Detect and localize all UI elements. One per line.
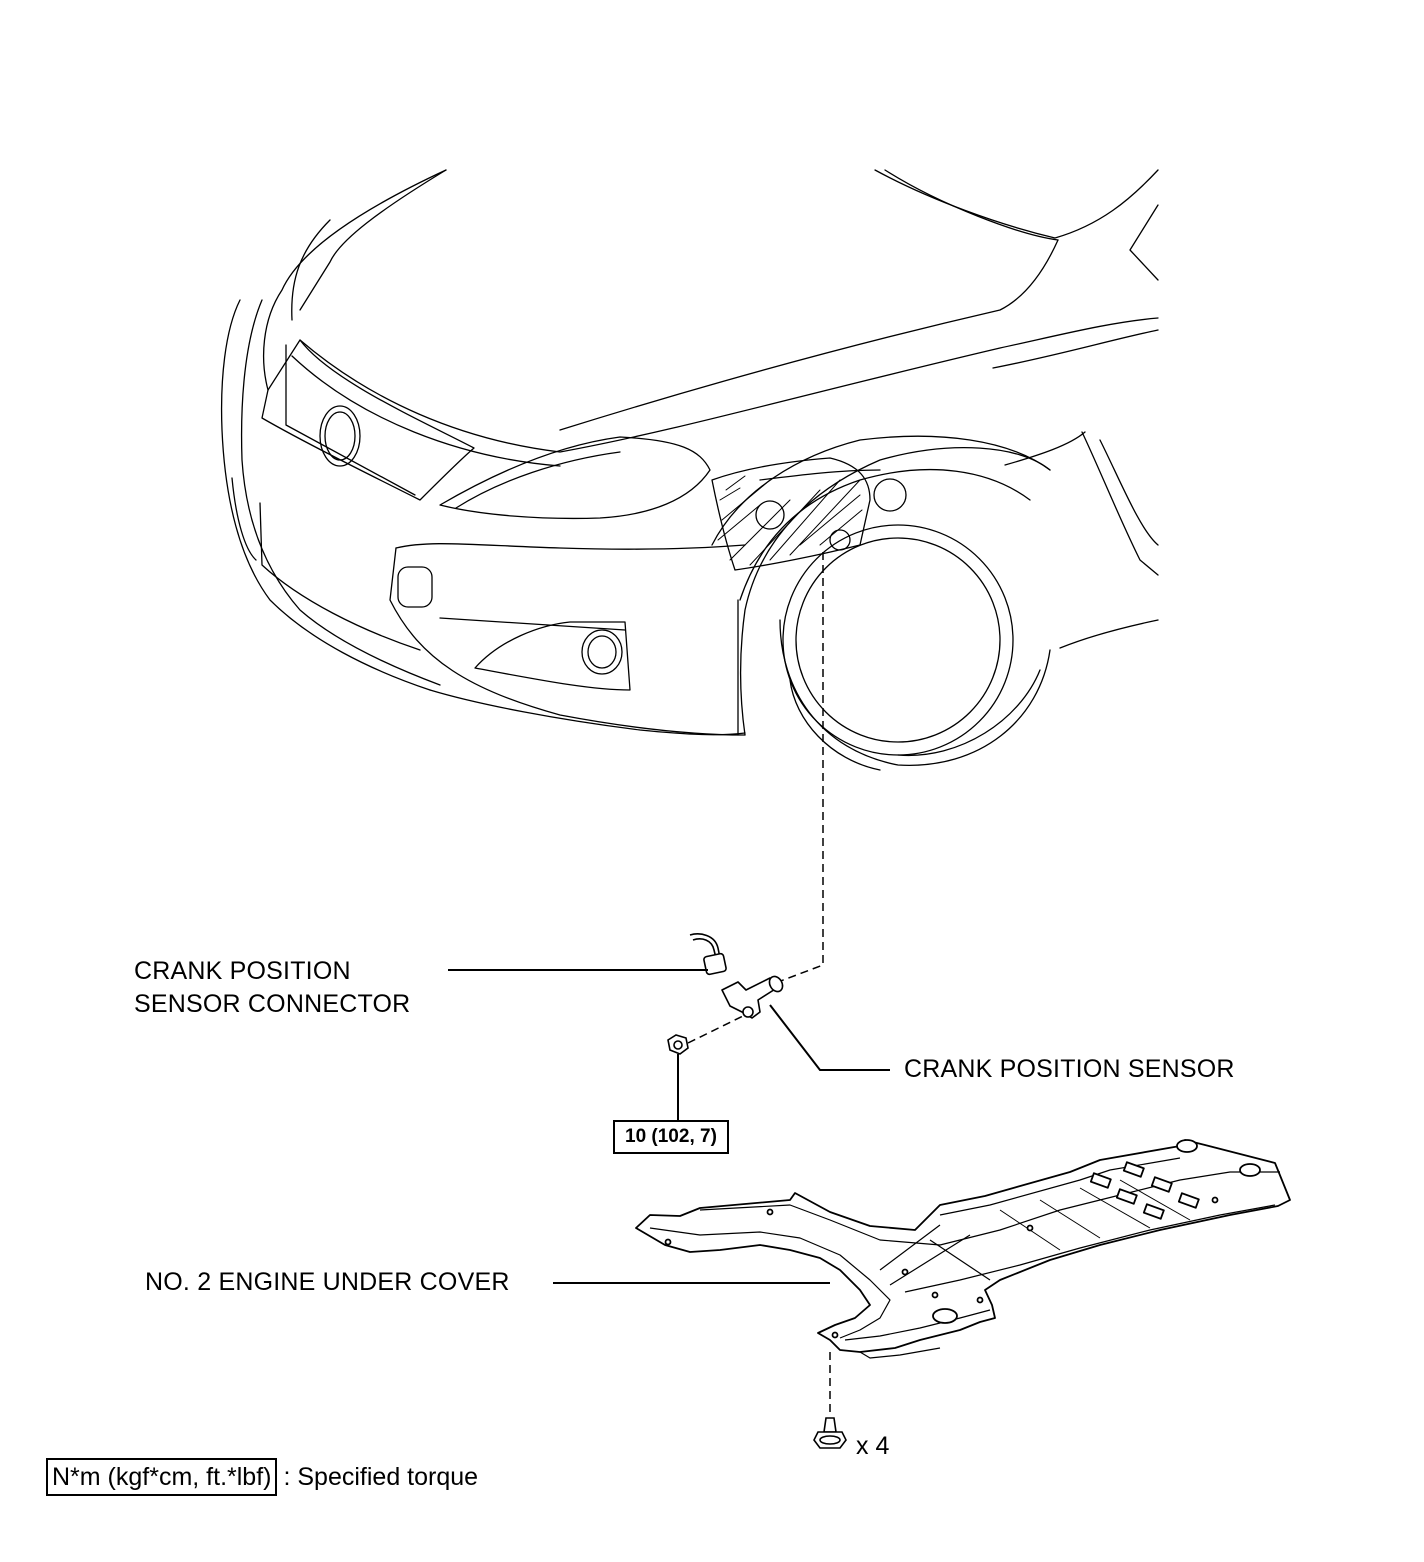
leader-lines bbox=[448, 969, 890, 1284]
torque-legend-description: : Specified torque bbox=[283, 1462, 479, 1491]
bolt-dashed-line bbox=[687, 1014, 746, 1044]
crank-position-sensor bbox=[689, 933, 784, 1019]
sensor-bolt bbox=[667, 1034, 689, 1055]
crank-position-sensor-label: CRANK POSITION SENSOR bbox=[904, 1055, 1235, 1083]
sensor-leader-line bbox=[769, 1004, 890, 1071]
engine-under-cover-label: NO. 2 ENGINE UNDER COVER bbox=[145, 1268, 510, 1296]
locator-dashed-line bbox=[769, 552, 824, 986]
under-cover-clip bbox=[813, 1417, 847, 1449]
torque-unit-box: N*m (kgf*cm, ft.*lbf) bbox=[46, 1458, 278, 1496]
torque-legend: N*m (kgf*cm, ft.*lbf) : Specified torque bbox=[46, 1458, 478, 1496]
clip-quantity: x 4 bbox=[856, 1432, 890, 1460]
crank-position-sensor-connector-label: CRANK POSITION SENSOR CONNECTOR bbox=[134, 955, 410, 1021]
engine-under-cover bbox=[635, 1139, 1291, 1359]
bolt-torque-value: 10 (102, 7) bbox=[613, 1120, 729, 1154]
connector-label-line2: SENSOR CONNECTOR bbox=[134, 990, 411, 1018]
car-front-illustration bbox=[220, 169, 1159, 771]
connector-label-line1: CRANK POSITION bbox=[134, 957, 351, 985]
